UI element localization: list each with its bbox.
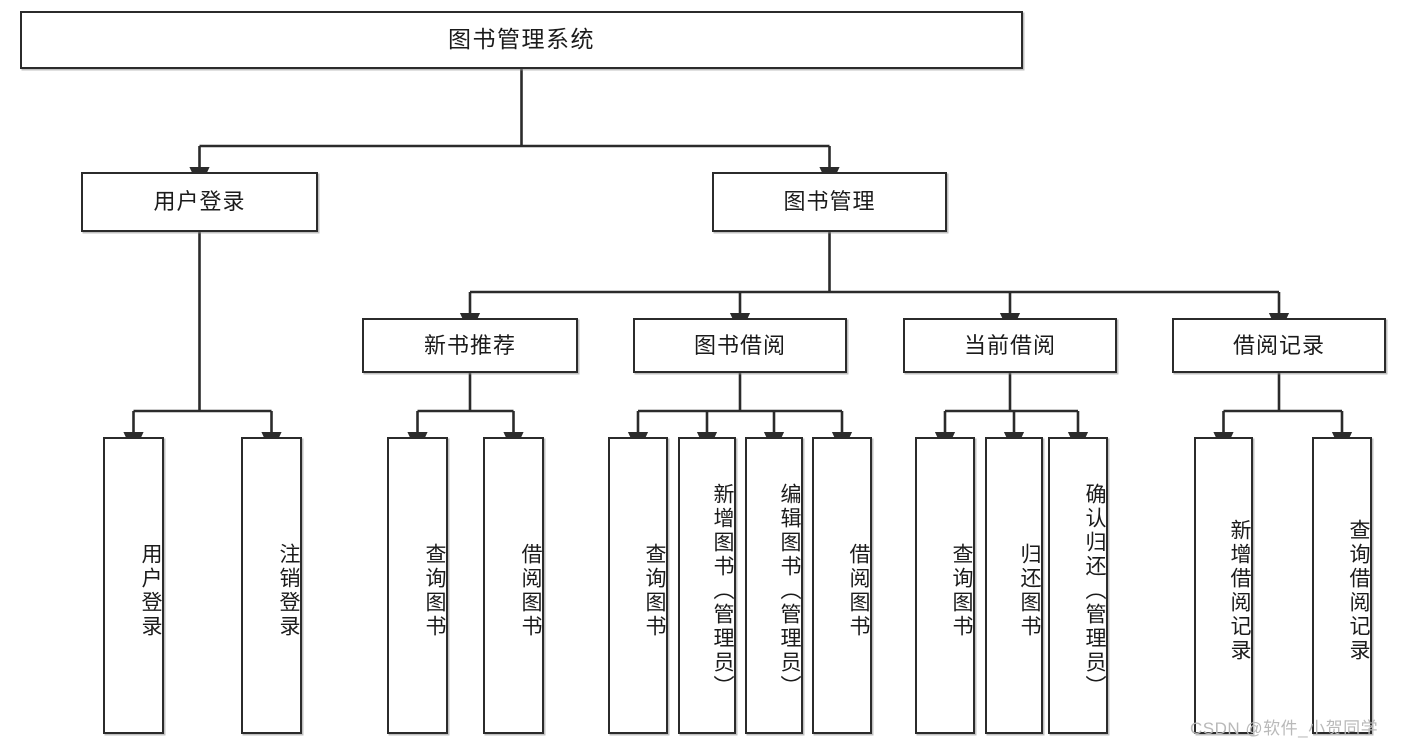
- leaf-logout[interactable]: 注销登录: [241, 437, 302, 734]
- node-label: 图书管理: [783, 189, 876, 215]
- node-label: 图书借阅: [693, 332, 786, 358]
- node-label: 用户登录: [139, 542, 162, 639]
- node-label: 当前借阅: [963, 332, 1056, 358]
- leaf-user-login[interactable]: 用户登录: [103, 437, 164, 734]
- node-book-borrow[interactable]: 图书借阅: [633, 318, 847, 373]
- node-label: 查询图书: [423, 542, 446, 639]
- node-label: 查询借阅记录: [1347, 518, 1370, 663]
- leaf-return-book[interactable]: 归还图书: [985, 437, 1043, 734]
- node-borrow-record[interactable]: 借阅记录: [1172, 318, 1386, 373]
- leaf-borrow-book-2[interactable]: 借阅图书: [812, 437, 872, 734]
- node-current-borrow[interactable]: 当前借阅: [903, 318, 1117, 373]
- node-label: 借阅记录: [1232, 332, 1325, 358]
- leaf-query-book-1[interactable]: 查询图书: [387, 437, 448, 734]
- leaf-confirm-return-admin[interactable]: 确认归还（管理员）: [1048, 437, 1108, 734]
- node-label: 新增图书（管理员）: [711, 482, 734, 699]
- leaf-query-book-3[interactable]: 查询图书: [915, 437, 975, 734]
- node-label: 查询图书: [950, 542, 973, 639]
- node-label: 注销登录: [277, 542, 300, 639]
- node-label: 借阅图书: [847, 542, 870, 639]
- node-user-login[interactable]: 用户登录: [81, 172, 318, 232]
- leaf-add-book-admin[interactable]: 新增图书（管理员）: [678, 437, 736, 734]
- node-label: 确认归还（管理员）: [1083, 482, 1106, 699]
- node-book-management[interactable]: 图书管理: [712, 172, 947, 232]
- node-label: 新书推荐: [423, 332, 516, 358]
- node-label: 编辑图书（管理员）: [778, 482, 801, 699]
- leaf-edit-book-admin[interactable]: 编辑图书（管理员）: [745, 437, 803, 734]
- leaf-add-borrow-record[interactable]: 新增借阅记录: [1194, 437, 1253, 734]
- node-label: 查询图书: [643, 542, 666, 639]
- leaf-query-borrow-record[interactable]: 查询借阅记录: [1312, 437, 1372, 734]
- node-root[interactable]: 图书管理系统: [20, 11, 1023, 69]
- leaf-borrow-book-1[interactable]: 借阅图书: [483, 437, 544, 734]
- node-label: 用户登录: [153, 189, 246, 215]
- node-new-book-recommend[interactable]: 新书推荐: [362, 318, 578, 373]
- node-label: 借阅图书: [519, 542, 542, 639]
- node-label: 新增借阅记录: [1228, 518, 1251, 663]
- node-label: 图书管理系统: [448, 26, 595, 53]
- node-label: 归还图书: [1018, 542, 1041, 639]
- leaf-query-book-2[interactable]: 查询图书: [608, 437, 668, 734]
